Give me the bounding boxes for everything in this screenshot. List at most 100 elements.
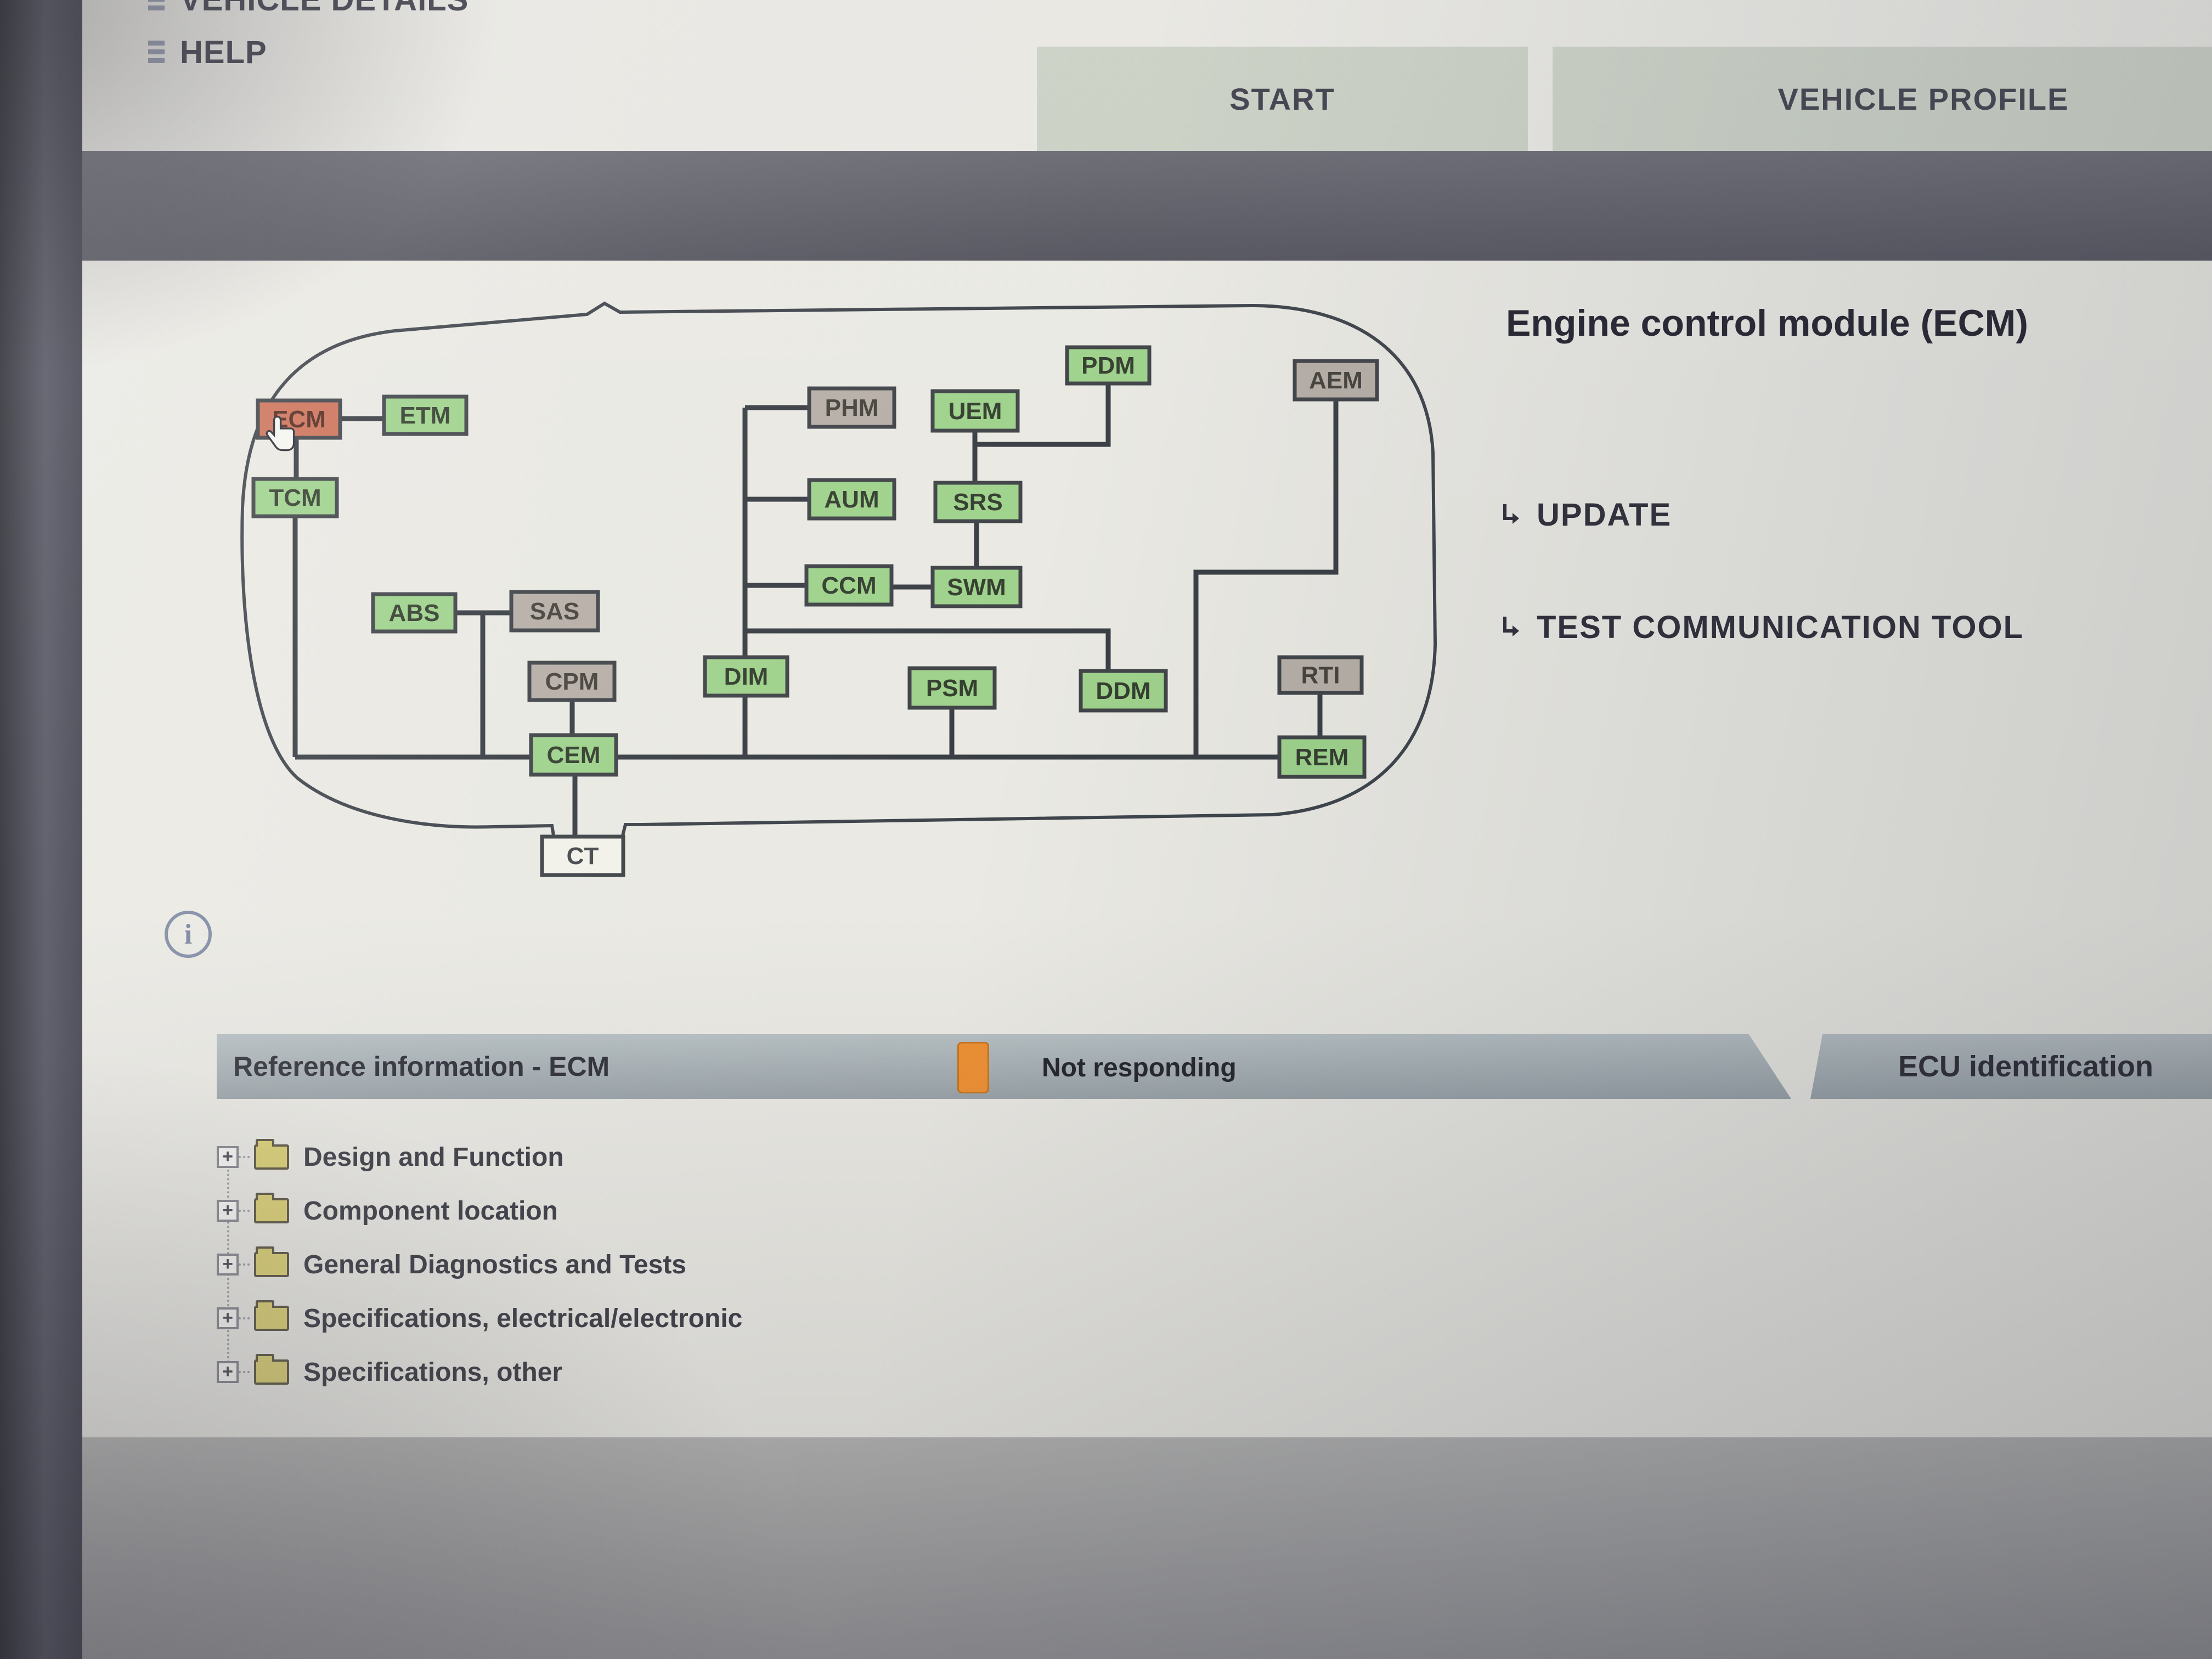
module-ccm[interactable]: CCM <box>804 564 894 607</box>
action-label: TEST COMMUNICATION TOOL <box>1537 610 2024 645</box>
tree-item-label: Design and Function <box>303 1142 564 1172</box>
tree-item-specifications-electrical[interactable]: Specifications, electrical/electronic <box>217 1291 742 1345</box>
module-etm[interactable]: ETM <box>382 394 469 436</box>
tree-stub <box>239 1317 250 1319</box>
module-aem[interactable]: AEM <box>1293 359 1379 402</box>
module-tcm[interactable]: TCM <box>251 477 339 518</box>
tree-item-design-and-function[interactable]: Design and Function <box>217 1130 742 1184</box>
reference-information-header: Reference information - ECM Not respondi… <box>217 1034 1791 1099</box>
tree-stub <box>239 1210 250 1212</box>
tab-label: START <box>1229 81 1335 116</box>
test-communication-tool-button[interactable]: TEST COMMUNICATION TOOL <box>1500 609 2024 646</box>
tree-item-label: General Diagnostics and Tests <box>303 1250 686 1279</box>
laptop-bezel <box>0 0 82 1659</box>
module-label: SRS <box>953 489 1002 516</box>
module-label: DIM <box>724 663 769 690</box>
module-label: ABS <box>389 600 440 627</box>
module-aum[interactable]: AUM <box>807 478 896 521</box>
reference-tree: Design and Function Component location G… <box>217 1130 742 1399</box>
module-label: DDM <box>1096 678 1150 704</box>
info-icon[interactable]: i <box>165 911 212 958</box>
menu-item-label: HELP <box>180 35 267 70</box>
menu-bar: VEHICLE DETAILS HELP START VEHICLE PROFI… <box>82 0 2212 151</box>
module-cpm[interactable]: CPM <box>527 661 617 702</box>
module-ct[interactable]: CT <box>540 834 625 877</box>
hand-cursor-icon <box>266 415 295 452</box>
module-cem[interactable]: CEM <box>529 733 618 777</box>
update-button[interactable]: UPDATE <box>1500 496 1672 533</box>
tree-stub <box>239 1371 250 1373</box>
module-label: PHM <box>825 394 879 421</box>
selected-module-title: Engine control module (ECM) <box>1506 302 2028 344</box>
network-connection-line <box>975 383 1111 447</box>
module-uem[interactable]: UEM <box>930 389 1020 433</box>
tree-stub <box>239 1156 250 1158</box>
module-psm[interactable]: PSM <box>907 666 997 710</box>
tree-item-label: Specifications, other <box>303 1357 563 1387</box>
folder-icon <box>254 1300 289 1331</box>
expand-plus-icon[interactable] <box>217 1200 239 1222</box>
menu-item-vehicle-details[interactable]: VEHICLE DETAILS <box>148 0 469 18</box>
vehicle-network-diagram: ECM ETM TCM ABS SAS CPM CEM CT DIM PHM AUM CCM UEM SR… <box>240 301 1437 877</box>
folder-icon <box>254 1246 289 1277</box>
module-abs[interactable]: ABS <box>371 592 458 634</box>
module-label: REM <box>1295 744 1349 771</box>
module-label: CPM <box>545 668 599 695</box>
not-responding-label: Not responding <box>1042 1053 1237 1082</box>
empty-area <box>82 1437 2212 1659</box>
ecu-identification-header[interactable]: ECU identification <box>1810 1034 2212 1099</box>
action-label: UPDATE <box>1537 497 1672 533</box>
expand-plus-icon[interactable] <box>217 1146 239 1168</box>
tree-item-component-location[interactable]: Component location <box>217 1184 742 1238</box>
module-label: UEM <box>949 398 1002 425</box>
tree-item-label: Component location <box>303 1196 558 1226</box>
folder-icon <box>254 1139 289 1170</box>
network-connection-line <box>1193 399 1339 757</box>
branch-arrow-icon <box>1503 616 1519 636</box>
module-label: CEM <box>547 742 601 769</box>
not-responding-swatch <box>957 1042 989 1093</box>
menu-item-help[interactable]: HELP <box>148 34 267 71</box>
module-rem[interactable]: REM <box>1277 735 1367 779</box>
branch-arrow-icon <box>1503 504 1519 524</box>
app-window: VEHICLE DETAILS HELP START VEHICLE PROFI… <box>82 0 2212 1659</box>
tree-stub <box>239 1263 250 1266</box>
network-connection-line <box>745 628 1111 671</box>
menu-item-label: VEHICLE DETAILS <box>180 0 469 18</box>
list-icon <box>148 40 165 65</box>
tab-label: VEHICLE PROFILE <box>1778 81 2069 116</box>
folder-icon <box>254 1193 289 1223</box>
module-sas[interactable]: SAS <box>509 590 600 633</box>
module-ddm[interactable]: DDM <box>1079 669 1168 713</box>
module-dim[interactable]: DIM <box>703 655 789 698</box>
tab-vehicle-profile[interactable]: VEHICLE PROFILE <box>1553 47 2212 151</box>
module-pdm[interactable]: PDM <box>1065 345 1152 386</box>
module-label: TCM <box>269 484 321 511</box>
header-separator-band <box>82 151 2212 261</box>
ecu-header-label: ECU identification <box>1898 1050 2154 1083</box>
module-label: SWM <box>947 574 1006 601</box>
module-rti[interactable]: RTI <box>1277 655 1364 695</box>
tree-item-specifications-other[interactable]: Specifications, other <box>217 1345 742 1399</box>
module-ecm[interactable]: ECM <box>256 398 342 440</box>
tab-start[interactable]: START <box>1037 47 1528 151</box>
module-label: PDM <box>1081 352 1135 379</box>
main-content: ECM ETM TCM ABS SAS CPM CEM CT DIM PHM AUM CCM UEM SR… <box>82 261 2212 1659</box>
module-label: CT <box>567 843 599 870</box>
tree-item-label: Specifications, electrical/electronic <box>303 1304 743 1333</box>
module-label: PSM <box>926 675 978 702</box>
module-swm[interactable]: SWM <box>930 566 1023 608</box>
legend-not-responding: Not responding <box>957 1042 1237 1093</box>
module-srs[interactable]: SRS <box>933 481 1023 523</box>
module-label: RTI <box>1301 662 1340 689</box>
folder-icon <box>254 1354 289 1385</box>
expand-plus-icon[interactable] <box>217 1254 239 1276</box>
module-label: CCM <box>821 572 876 599</box>
expand-plus-icon[interactable] <box>217 1361 239 1383</box>
tree-item-general-diagnostics[interactable]: General Diagnostics and Tests <box>217 1238 742 1291</box>
expand-plus-icon[interactable] <box>217 1307 239 1329</box>
module-phm[interactable]: PHM <box>807 386 896 429</box>
reference-header-label: Reference information - ECM <box>233 1051 610 1082</box>
module-label: AEM <box>1309 367 1363 394</box>
